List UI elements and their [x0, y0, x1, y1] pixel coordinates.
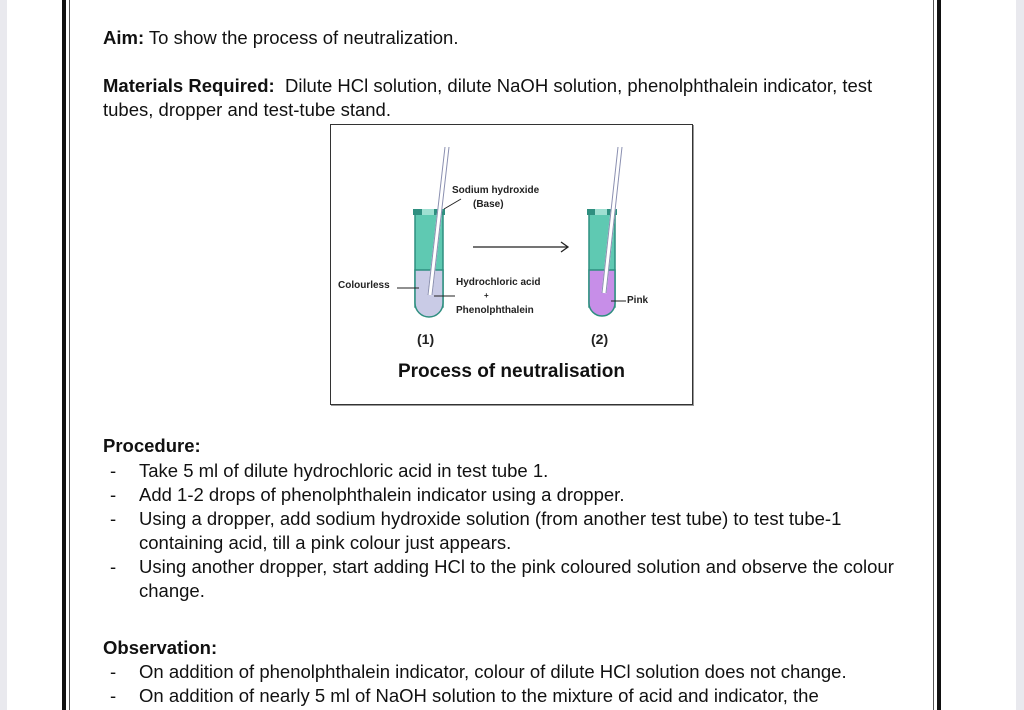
page-edge-left [0, 0, 7, 710]
procedure-list: -Take 5 ml of dilute hydrochloric acid i… [103, 459, 923, 603]
label-sodium-hydroxide: Sodium hydroxide [452, 185, 540, 196]
materials-paragraph: Materials Required: Dilute HCl solution,… [103, 74, 923, 122]
bullet-dash: - [110, 460, 117, 481]
bullet-dash: - [110, 484, 117, 505]
bullet-dash: - [110, 508, 117, 529]
observation-list: -On addition of phenolphthalein indicato… [103, 660, 923, 708]
page-border-left [62, 0, 66, 710]
aim-label: Aim: [103, 27, 145, 48]
materials-text: Dilute HCl solution, dilute NaOH solutio… [103, 75, 878, 120]
figure-caption: Process of neutralisation [397, 361, 625, 382]
materials-label: Materials Required: [103, 75, 275, 96]
label-hydrochloric-acid: Hydrochloric acid [456, 277, 541, 288]
procedure-item: -Using another dropper, start adding HCl… [110, 556, 894, 601]
procedure-item: -Take 5 ml of dilute hydrochloric acid i… [110, 460, 549, 481]
label-colourless: Colourless [338, 280, 390, 291]
bullet-dash: - [110, 556, 117, 577]
page-edge-right [1016, 0, 1024, 710]
label-plus: + [484, 291, 489, 300]
tube-2-number: (2) [591, 331, 609, 347]
aim-text: To show the process of neutralization. [144, 27, 459, 48]
observation-item: -On addition of phenolphthalein indicato… [110, 661, 847, 682]
observation-item: -On addition of nearly 5 ml of NaOH solu… [110, 685, 819, 706]
procedure-title: Procedure: [103, 435, 201, 456]
label-phenolphthalein: Phenolphthalein [456, 305, 534, 316]
bullet-dash: - [110, 661, 117, 682]
test-tube-1-icon [413, 146, 450, 318]
procedure-item: -Using a dropper, add sodium hydroxide s… [110, 508, 842, 553]
neutralisation-figure: Sodium hydroxide (Base) Colourless Hydro… [330, 124, 693, 405]
observation-title: Observation: [103, 637, 218, 658]
label-pink: Pink [627, 295, 649, 306]
test-tube-2-icon [587, 146, 623, 317]
procedure-item: -Add 1-2 drops of phenolphthalein indica… [110, 484, 625, 505]
label-base: (Base) [473, 199, 504, 210]
bullet-dash: - [110, 685, 117, 706]
test-tubes-diagram [397, 146, 626, 318]
page-border-right [937, 0, 941, 710]
aim-paragraph: Aim: To show the process of neutralizati… [103, 26, 458, 50]
tube-1-number: (1) [417, 331, 435, 347]
